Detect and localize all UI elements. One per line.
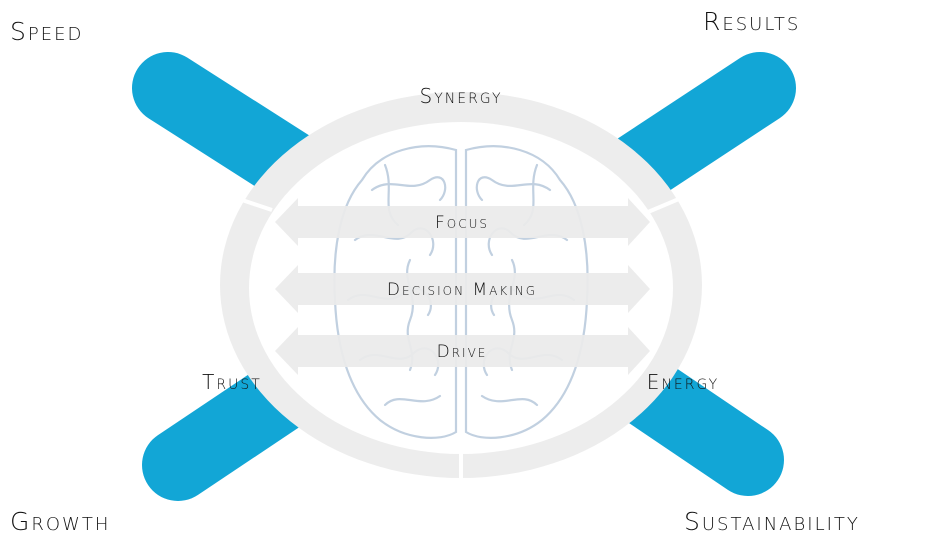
ring-label-energy: Energy (647, 370, 719, 394)
band-label-decision-making: Decision Making (387, 280, 537, 300)
ring-label-trust: Trust (202, 370, 262, 394)
band-decision-making (275, 265, 650, 313)
band-drive (275, 327, 650, 375)
ring-gap-right (647, 194, 687, 214)
corner-label-results: Results (703, 7, 800, 36)
ring-gap-left (235, 196, 273, 212)
band-label-drive: Drive (437, 342, 488, 362)
arrow-bands: Focus Decision Making Drive (275, 198, 650, 375)
corner-label-growth: Growth (10, 507, 110, 536)
ring-label-synergy: Synergy (420, 84, 503, 108)
corner-label-speed: Speed (10, 17, 83, 46)
band-label-focus: Focus (435, 213, 489, 233)
corner-label-sustainability: Sustainability (684, 507, 860, 536)
band-focus (275, 198, 650, 246)
